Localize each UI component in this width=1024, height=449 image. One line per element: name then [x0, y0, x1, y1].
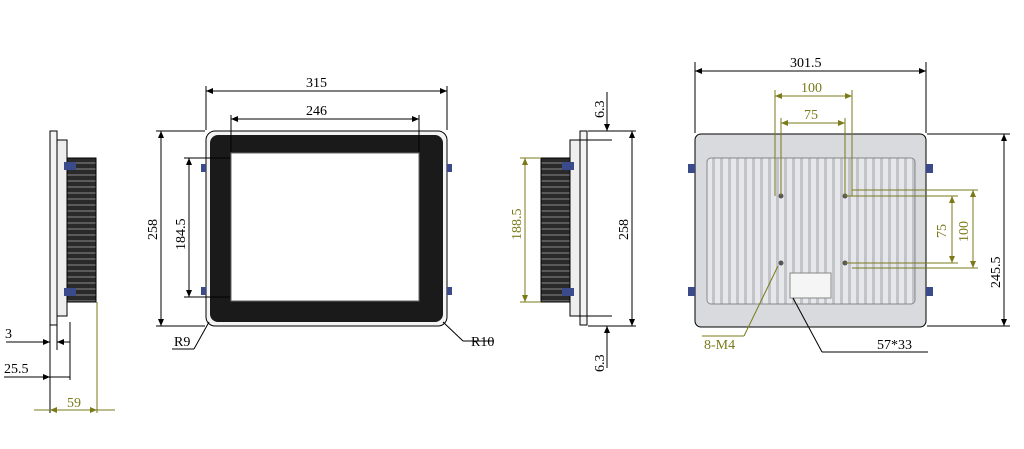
dim-vesa-outer-height: 100 — [957, 221, 972, 242]
rear-cutout — [789, 272, 832, 299]
dim-rear-overall-width: 301.5 — [790, 56, 822, 71]
rear-bracket-br — [926, 287, 933, 296]
front-view: 315 246 258 184.5 R9 R10 — [146, 76, 494, 350]
dim-overall-width: 315 — [306, 76, 327, 91]
dim-vesa-inner-height: 75 — [935, 224, 950, 238]
dim-top-offset: 6.3 — [593, 101, 608, 119]
rside-bracket-top — [562, 162, 574, 170]
side-front-bezel — [49, 130, 58, 326]
dim-overall-height: 258 — [146, 219, 161, 240]
radius-right: R10 — [471, 335, 494, 350]
dim-panel-height: 188.5 — [510, 209, 525, 241]
front-bracket-br — [447, 287, 452, 295]
dim-bezel-depth: 25.5 — [4, 362, 29, 377]
side-bracket-bottom — [64, 288, 76, 296]
dim-vesa-inner-width: 75 — [804, 108, 818, 123]
front-bracket-tl — [201, 164, 206, 172]
side-body — [56, 139, 68, 317]
left-side-view: 3 25.5 59 — [4, 130, 115, 413]
label-mount-screws: 8-M4 — [704, 338, 735, 353]
dim-total-depth: 59 — [67, 396, 81, 411]
front-display-area — [230, 152, 420, 302]
dim-rside-overall-height: 258 — [617, 219, 632, 240]
dim-bottom-offset: 6.3 — [593, 355, 608, 373]
rear-bracket-tr — [926, 164, 933, 173]
right-side-view: 188.5 258 6.3 6.3 — [510, 92, 636, 372]
dim-vesa-outer-width: 100 — [801, 81, 822, 96]
rear-bracket-bl — [688, 287, 695, 296]
rear-bracket-tl — [688, 164, 695, 173]
rside-front-bezel — [579, 130, 588, 326]
front-bracket-tr — [447, 164, 452, 172]
dim-display-height: 184.5 — [174, 219, 189, 251]
radius-left: R9 — [174, 335, 190, 350]
dim-rear-overall-height: 245.5 — [989, 257, 1004, 289]
label-cutout: 57*33 — [877, 338, 912, 353]
rear-view: 301.5 100 75 75 100 245.5 8-M4 57*3 — [688, 56, 1010, 353]
front-bracket-bl — [201, 287, 206, 295]
side-bracket-top — [64, 162, 76, 170]
dim-front-thickness: 3 — [5, 327, 12, 342]
dim-display-width: 246 — [306, 104, 327, 119]
mount-hole — [778, 260, 784, 266]
rside-bracket-bottom — [562, 288, 574, 296]
